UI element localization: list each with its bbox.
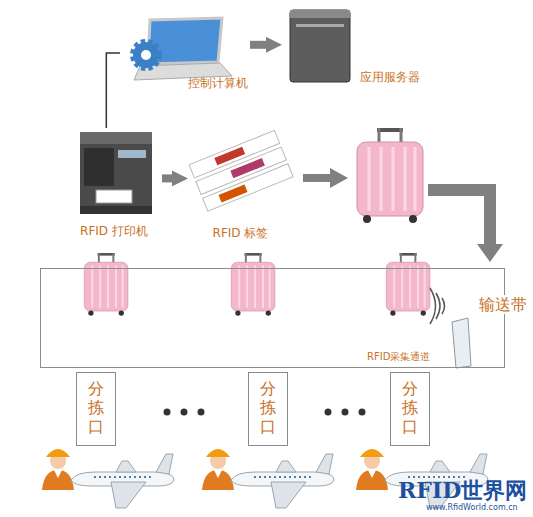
arrow-head — [330, 168, 348, 188]
worker-figure — [202, 449, 234, 490]
tag-node: RFID 标签 — [188, 130, 293, 240]
sorting-chute: 分拣口 — [390, 372, 430, 446]
printer-window — [84, 148, 114, 186]
server-strip — [296, 24, 344, 27]
printer-icon — [80, 132, 152, 214]
signal-wave — [442, 298, 445, 314]
node-label: RFID 标签 — [188, 226, 293, 240]
airplane — [71, 454, 174, 508]
suitcase — [386, 253, 430, 316]
sorting-chute: 分拣口 — [248, 372, 288, 446]
printer-display — [118, 150, 146, 158]
tag-bar — [219, 185, 248, 203]
computer-node: 控制计算机 — [120, 12, 250, 94]
rfid-tags — [189, 130, 293, 211]
rfid-antenna — [430, 288, 471, 368]
antenna-panel — [452, 318, 471, 368]
printer-foot — [80, 206, 152, 214]
node-label: 分拣口 — [259, 379, 277, 437]
flow-arrow — [250, 41, 266, 49]
printer-label — [96, 190, 132, 203]
laptop-icon — [133, 18, 232, 80]
server-body — [290, 10, 350, 82]
watermark-url: www.RfidWorld.com.cn — [426, 503, 518, 512]
flow-arrow — [303, 174, 332, 182]
node-label: RFID 打印机 — [66, 224, 162, 238]
arrow-head — [477, 244, 503, 262]
server-icon — [290, 10, 350, 82]
node-label: 输送带 — [477, 295, 529, 314]
node-label: 应用服务器 — [360, 70, 420, 84]
node-label: RFID采集通道 — [367, 351, 430, 363]
node-label: 分拣口 — [87, 379, 105, 437]
flow-arrow — [428, 190, 490, 246]
tag-strip — [203, 164, 294, 211]
worker-figure — [42, 449, 74, 490]
connector-line — [106, 53, 120, 128]
node-label: 分拣口 — [401, 379, 419, 437]
watermark: RFID世界网 — [398, 476, 527, 506]
tag-bar — [214, 147, 245, 166]
flow-arrow — [162, 174, 172, 182]
server-top — [290, 10, 350, 18]
suitcase — [357, 128, 423, 223]
conveyor-belt: 输送带RFID采集通道 — [40, 268, 505, 368]
signal-wave — [436, 293, 440, 319]
server-node: 应用服务器 — [282, 2, 432, 90]
rfid-channel: RFID采集通道 — [365, 298, 475, 368]
printer-lid — [80, 132, 152, 144]
node-label: 控制计算机 — [188, 76, 248, 90]
gear-icon — [133, 42, 159, 68]
suitcase — [84, 253, 128, 316]
printer-node: RFID 打印机 — [66, 128, 162, 240]
sorting-chute: 分拣口 — [76, 372, 116, 446]
suitcase — [231, 253, 275, 316]
printer-body — [80, 138, 152, 214]
airplane — [231, 454, 334, 508]
signal-wave — [430, 288, 436, 324]
gear-hole — [141, 50, 151, 60]
worker-figure — [356, 449, 388, 490]
